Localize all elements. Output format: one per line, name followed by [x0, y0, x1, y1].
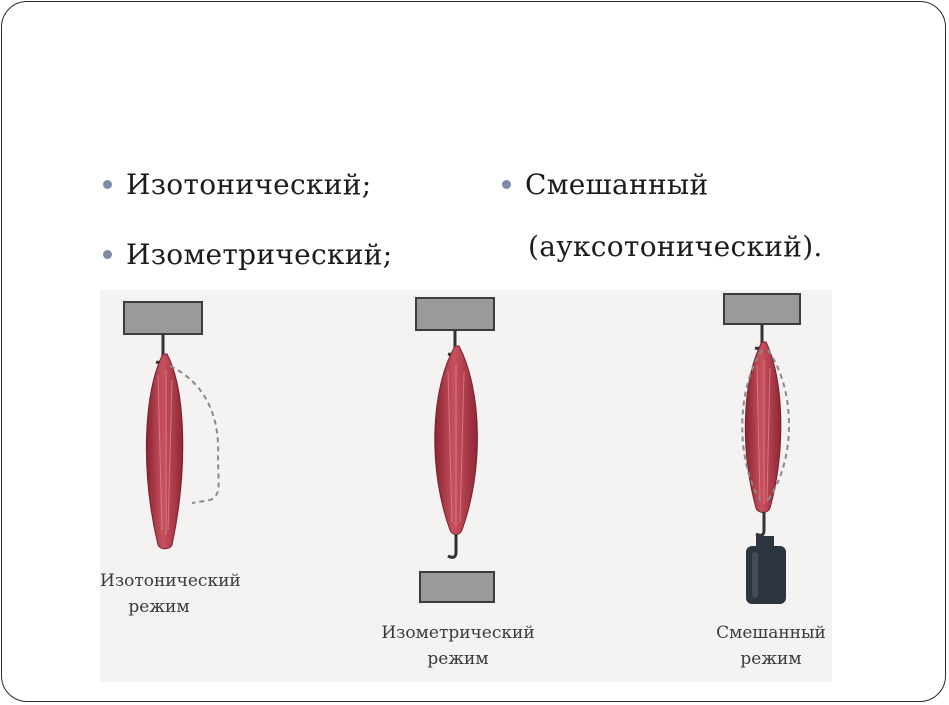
caption-mixed-line1: Смешанный — [716, 623, 826, 643]
mixed-illustration — [723, 293, 801, 604]
muscle-modes-illustration — [100, 290, 832, 682]
caption-isometric-line1: Изометрический — [381, 623, 535, 643]
bullet-mixed: Смешанный — [502, 168, 708, 201]
isotonic-shortened-outline — [169, 365, 220, 504]
bullet-dot-icon — [103, 180, 112, 189]
caption-isotonic-line2: режим — [128, 597, 190, 617]
bullet-isotonic: Изотонический; — [103, 168, 371, 201]
bullet-isometric-text: Изометрический; — [126, 238, 393, 271]
caption-isotonic: Изотонический режим — [100, 568, 241, 620]
mixed-support-block-icon — [723, 293, 801, 325]
bullet-dot-icon — [502, 180, 511, 189]
isometric-bottom-block-icon — [419, 571, 495, 603]
bullet-mixed-text: Смешанный — [525, 168, 709, 201]
mixed-outline-left — [741, 349, 763, 501]
isometric-bottom-hook-icon — [447, 534, 458, 559]
bullet-isotonic-text: Изотонический; — [126, 168, 372, 201]
bullet-dot-icon — [103, 250, 112, 259]
isotonic-illustration — [123, 301, 220, 550]
isotonic-muscle-icon — [145, 353, 184, 550]
mixed-bottom-hook-icon — [755, 512, 766, 537]
caption-mixed: Смешанный режим — [710, 620, 832, 672]
bullet-isometric: Изометрический; — [103, 238, 393, 271]
mixed-weight-neck-icon — [756, 536, 774, 548]
isotonic-support-block-icon — [123, 301, 203, 335]
caption-isometric-line2: режим — [427, 649, 489, 669]
isometric-illustration — [415, 297, 495, 603]
muscle-contraction-figure: Изотонический режим Изометрический режим… — [100, 290, 832, 682]
caption-mixed-line2: режим — [740, 649, 802, 669]
caption-isometric: Изометрический режим — [376, 620, 540, 672]
bullet-mixed-continuation: (ауксотонический). — [528, 230, 823, 263]
caption-isotonic-line1: Изотонический — [100, 571, 241, 591]
isometric-top-block-icon — [415, 297, 495, 331]
